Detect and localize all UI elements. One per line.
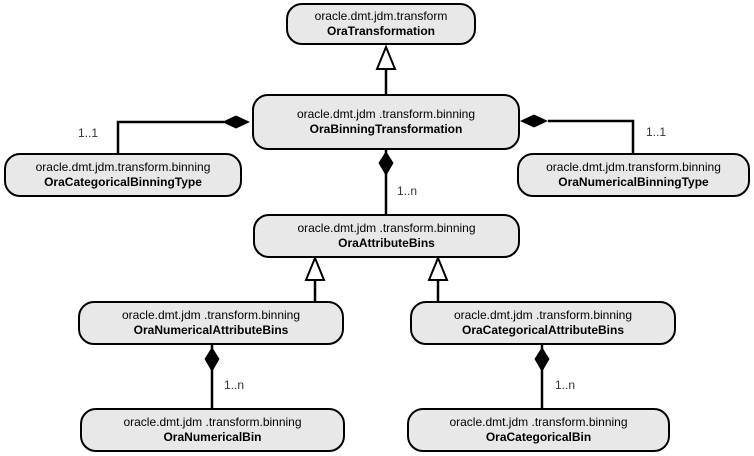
edge-composition-numerical-bin bbox=[204, 345, 220, 409]
edge-composition-categorical-bin bbox=[534, 345, 550, 409]
package-label: oracle.dmt.jdm .transform.binning bbox=[296, 107, 476, 121]
class-node-ora-numerical-binning-type: oracle.dmt.jdm.transform.binning OraNume… bbox=[517, 153, 750, 197]
package-label: oracle.dmt.jdm.transform bbox=[314, 9, 448, 23]
class-node-ora-attribute-bins: oracle.dmt.jdm .transform.binning OraAtt… bbox=[253, 214, 520, 258]
class-name: OraBinningTransformation bbox=[309, 122, 463, 136]
class-name: OraNumericalBinningType bbox=[558, 175, 709, 189]
class-name: OraAttributeBins bbox=[338, 236, 435, 250]
composition-diamond-icon bbox=[520, 114, 548, 128]
composition-diamond-icon bbox=[534, 347, 550, 372]
edge-composition-attribute-bins bbox=[378, 150, 394, 215]
class-name: OraTransformation bbox=[326, 24, 436, 38]
inheritance-arrow-icon bbox=[427, 255, 449, 281]
package-label: oracle.dmt.jdm .transform.binning bbox=[123, 415, 302, 429]
class-node-ora-transformation: oracle.dmt.jdm.transform OraTransformati… bbox=[286, 3, 476, 45]
composition-diamond-icon bbox=[222, 115, 250, 129]
package-label: oracle.dmt.jdm .transform.binning bbox=[297, 221, 476, 235]
inheritance-arrow-icon bbox=[304, 255, 326, 281]
class-node-ora-categorical-binning-type: oracle.dmt.jdm.transform.binning OraCate… bbox=[4, 153, 242, 197]
edge-generalization-binningtransformation bbox=[375, 44, 397, 95]
composition-diamond-icon bbox=[204, 347, 220, 372]
class-node-ora-numerical-attribute-bins: oracle.dmt.jdm .transform.binning OraNum… bbox=[78, 301, 344, 345]
class-name: OraNumericalBin bbox=[163, 430, 262, 444]
edge-composition-categorical-binning-type bbox=[116, 115, 250, 154]
edge-generalization-categorical-attribute-bins bbox=[427, 255, 449, 302]
edge-generalization-numerical-attribute-bins bbox=[304, 255, 326, 302]
package-label: oracle.dmt.jdm .transform.binning bbox=[453, 308, 633, 322]
class-node-ora-categorical-bin: oracle.dmt.jdm .transform.binning OraCat… bbox=[407, 408, 670, 452]
class-node-ora-numerical-bin: oracle.dmt.jdm .transform.binning OraNum… bbox=[80, 408, 345, 452]
composition-diamond-icon bbox=[378, 151, 394, 176]
edge-composition-numerical-binning-type bbox=[520, 114, 635, 154]
class-name: OraNumericalAttributeBins bbox=[133, 323, 289, 337]
class-name: OraCategoricalAttributeBins bbox=[461, 323, 625, 337]
package-label: oracle.dmt.jdm .transform.binning bbox=[121, 308, 301, 322]
multiplicity-label-categorical-bin: 1..n bbox=[555, 378, 576, 392]
package-label: oracle.dmt.jdm.transform.binning bbox=[35, 160, 211, 174]
package-label: oracle.dmt.jdm.transform.binning bbox=[546, 160, 721, 174]
multiplicity-label-attribute-bins: 1..n bbox=[397, 184, 418, 198]
multiplicity-label-numerical-binning-type: 1..1 bbox=[646, 125, 667, 139]
multiplicity-label-numerical-bin: 1..n bbox=[224, 378, 245, 392]
inheritance-arrow-icon bbox=[375, 44, 397, 70]
class-node-ora-binning-transformation: oracle.dmt.jdm .transform.binning OraBin… bbox=[252, 94, 520, 150]
class-name: OraCategoricalBinningType bbox=[44, 175, 202, 189]
class-node-ora-categorical-attribute-bins: oracle.dmt.jdm .transform.binning OraCat… bbox=[410, 301, 676, 345]
class-name: OraCategoricalBin bbox=[485, 430, 592, 444]
multiplicity-label-categorical-binning-type: 1..1 bbox=[78, 126, 99, 140]
package-label: oracle.dmt.jdm .transform.binning bbox=[449, 415, 628, 429]
